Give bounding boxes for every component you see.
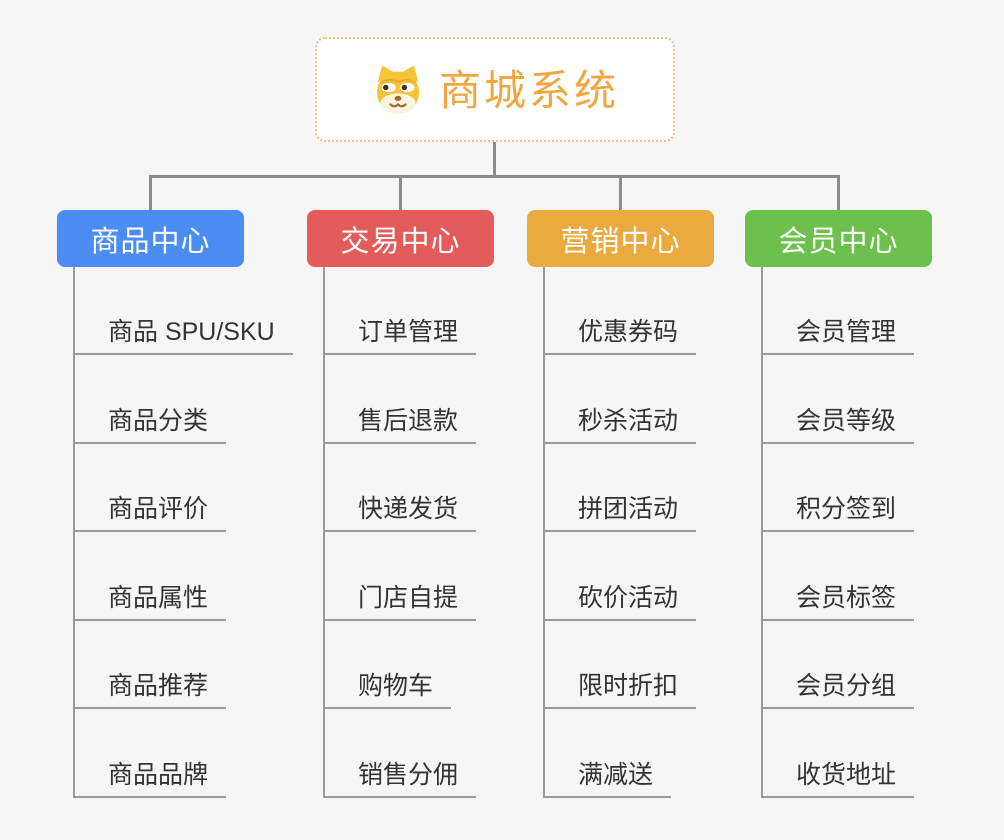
list-item[interactable]: 商品分类	[75, 355, 227, 444]
list-item[interactable]: 会员标签	[763, 532, 915, 621]
branch-trade-center: 交易中心 订单管理 售后退款 快递发货 门店自提 购物车 销售分佣	[307, 210, 494, 798]
node-label[interactable]: 商品属性	[75, 584, 227, 621]
list-item[interactable]: 会员等级	[763, 355, 915, 444]
connector-horizontal-line	[149, 175, 840, 178]
node-label[interactable]: 拼团活动	[545, 495, 697, 532]
list-item[interactable]: 订单管理	[325, 267, 477, 355]
list-item[interactable]: 快递发货	[325, 444, 477, 532]
branch-header-product-center[interactable]: 商品中心	[57, 210, 244, 267]
node-label[interactable]: 优惠券码	[545, 318, 697, 355]
branch-children-list: 商品 SPU/SKU 商品分类 商品评价 商品属性 商品推荐 商品品牌	[73, 267, 293, 798]
connector-root-drop	[493, 142, 496, 178]
node-label[interactable]: 商品 SPU/SKU	[75, 318, 293, 355]
branch-header-marketing-center[interactable]: 营销中心	[527, 210, 714, 267]
node-label[interactable]: 会员等级	[763, 407, 915, 444]
list-item[interactable]: 售后退款	[325, 355, 477, 444]
node-label[interactable]: 商品分类	[75, 407, 227, 444]
branch-children-list: 订单管理 售后退款 快递发货 门店自提 购物车 销售分佣	[323, 267, 477, 798]
node-label[interactable]: 满减送	[545, 761, 672, 798]
branch-product-center: 商品中心 商品 SPU/SKU 商品分类 商品评价 商品属性 商品推荐 商品品牌	[57, 210, 293, 798]
node-label[interactable]: 限时折扣	[545, 672, 697, 709]
node-label[interactable]: 会员标签	[763, 584, 915, 621]
branch-children-list: 会员管理 会员等级 积分签到 会员标签 会员分组 收货地址	[761, 267, 915, 798]
node-label[interactable]: 秒杀活动	[545, 407, 697, 444]
node-label[interactable]: 门店自提	[325, 584, 477, 621]
list-item[interactable]: 销售分佣	[325, 709, 477, 798]
node-label[interactable]: 会员管理	[763, 318, 915, 355]
connector-drop-product	[149, 175, 152, 210]
node-label[interactable]: 购物车	[325, 672, 452, 709]
list-item[interactable]: 购物车	[325, 621, 452, 709]
node-label[interactable]: 会员分组	[763, 672, 915, 709]
doge-icon	[371, 63, 425, 117]
connector-drop-marketing	[619, 175, 622, 210]
list-item[interactable]: 门店自提	[325, 532, 477, 621]
list-item[interactable]: 商品推荐	[75, 621, 227, 709]
branch-children-list: 优惠券码 秒杀活动 拼团活动 砍价活动 限时折扣 满减送	[543, 267, 697, 798]
branch-marketing-center: 营销中心 优惠券码 秒杀活动 拼团活动 砍价活动 限时折扣 满减送	[527, 210, 714, 798]
branch-header-trade-center[interactable]: 交易中心	[307, 210, 494, 267]
node-label[interactable]: 商品评价	[75, 495, 227, 532]
list-item[interactable]: 限时折扣	[545, 621, 697, 709]
node-label[interactable]: 砍价活动	[545, 584, 697, 621]
list-item[interactable]: 商品属性	[75, 532, 227, 621]
list-item[interactable]: 拼团活动	[545, 444, 697, 532]
node-label[interactable]: 售后退款	[325, 407, 477, 444]
list-item[interactable]: 积分签到	[763, 444, 915, 532]
list-item[interactable]: 秒杀活动	[545, 355, 697, 444]
branch-member-center: 会员中心 会员管理 会员等级 积分签到 会员标签 会员分组 收货地址	[745, 210, 932, 798]
node-label[interactable]: 订单管理	[325, 318, 477, 355]
list-item[interactable]: 满减送	[545, 709, 672, 798]
node-label[interactable]: 快递发货	[325, 495, 477, 532]
list-item[interactable]: 商品品牌	[75, 709, 227, 798]
list-item[interactable]: 会员分组	[763, 621, 915, 709]
list-item[interactable]: 砍价活动	[545, 532, 697, 621]
connector-drop-trade	[399, 175, 402, 210]
list-item[interactable]: 会员管理	[763, 267, 915, 355]
node-label[interactable]: 销售分佣	[325, 761, 477, 798]
connector-drop-member	[837, 175, 840, 210]
list-item[interactable]: 商品评价	[75, 444, 227, 532]
node-label[interactable]: 商品推荐	[75, 672, 227, 709]
root-node[interactable]: 商城系统	[315, 37, 675, 142]
list-item[interactable]: 优惠券码	[545, 267, 697, 355]
list-item[interactable]: 收货地址	[763, 709, 915, 798]
node-label[interactable]: 积分签到	[763, 495, 915, 532]
node-label[interactable]: 收货地址	[763, 761, 915, 798]
list-item[interactable]: 商品 SPU/SKU	[75, 267, 293, 355]
node-label[interactable]: 商品品牌	[75, 761, 227, 798]
root-title: 商城系统	[438, 66, 619, 114]
branch-header-member-center[interactable]: 会员中心	[745, 210, 932, 267]
